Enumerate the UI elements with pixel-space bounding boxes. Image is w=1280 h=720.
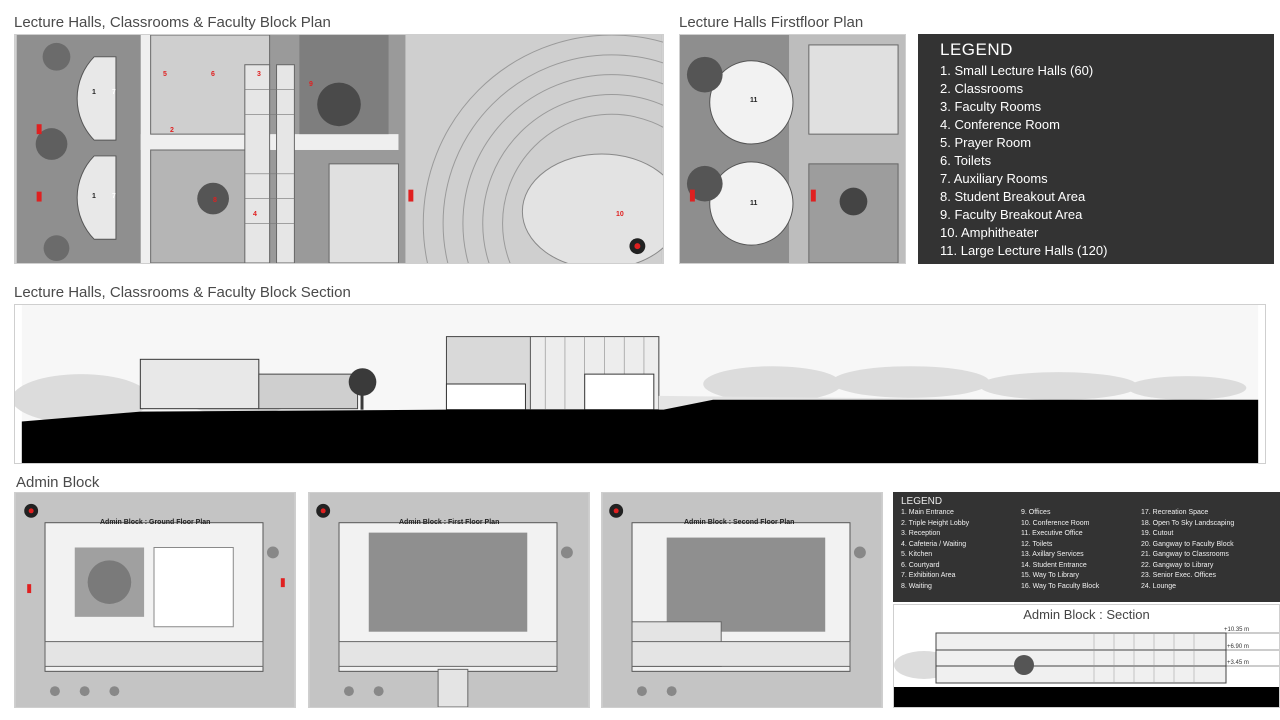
legend-main-item: 5. Prayer Room [940,135,1032,150]
legend-admin-col3: 17. Recreation Space 18. Open To Sky Lan… [1141,508,1261,592]
legend-admin-item: 21. Gangway to Classrooms [1141,551,1229,558]
legend-admin-heading: LEGEND [901,496,943,507]
legend-main: LEGEND 1. Small Lecture Halls (60) 2. Cl… [918,34,1274,264]
label-lecture-1b: 1 [92,193,96,200]
legend-main-item: 7. Auxiliary Rooms [940,171,1048,186]
legend-admin-col1: 1. Main Entrance 2. Triple Height Lobby … [901,508,1021,592]
legend-admin-item: 17. Recreation Space [1141,509,1209,516]
admin-ground-plan-drawing [15,493,295,707]
admin-second-plan-drawing [602,493,882,707]
legend-admin-item: 14. Student Entrance [1021,561,1087,569]
legend-admin-item: 8. Waiting [901,582,932,590]
legend-main-item: 2. Classrooms [940,81,1024,96]
admin-ground-plan: Admin Block : Ground Floor Plan [14,492,296,708]
label-large-11b: 11 [750,200,758,207]
legend-admin-item: 20. Gangway to Faculty Block [1141,540,1234,548]
label-amphi-10: 10 [616,211,624,218]
label-lecture-1a: 1 [92,89,96,96]
admin-first-plan-drawing [309,493,589,707]
admin-first-plan: Admin Block : First Floor Plan [308,492,590,708]
legend-admin-item: 6. Courtyard [901,561,940,569]
admin-first-title: Admin Block : First Floor Plan [399,519,500,526]
level-low: +3.45 m [1227,660,1249,666]
legend-main-item: 8. Student Breakout Area [940,189,1086,204]
legend-admin-item: 11. Executive Office [1021,530,1083,537]
block-section [14,304,1266,464]
legend-admin-item: 3. Reception [901,530,941,537]
admin-ground-title: Admin Block : Ground Floor Plan [100,519,211,526]
legend-admin-item: 24. Lounge [1141,582,1177,590]
legend-admin-item: 22. Gangway to Library [1141,561,1214,569]
legend-main-item: 11. Large Lecture Halls (120) [940,243,1108,258]
admin-second-title: Admin Block : Second Floor Plan [684,519,795,526]
admin-second-plan: Admin Block : Second Floor Plan [601,492,883,708]
legend-admin-item: 2. Triple Height Lobby [901,519,970,527]
legend-admin-item: 9. Offices [1021,509,1051,516]
label-student-8: 8 [213,197,217,204]
legend-admin-item: 23. Senior Exec. Offices [1141,572,1216,579]
admin-section-title: Admin Block : Section [1023,607,1150,622]
label-large-11a: 11 [750,97,758,104]
plan-title: Lecture Halls, Classrooms & Faculty Bloc… [14,14,331,31]
legend-admin-item: 1. Main Entrance [901,509,954,516]
legend-main-heading: LEGEND [940,40,1013,59]
label-aux-7b: 7 [112,193,116,200]
legend-main-item: 10. Amphitheater [940,225,1039,240]
legend-main-item: 4. Conference Room [940,117,1060,132]
firstfloor-plan-drawing [680,35,905,263]
label-classroom-2: 2 [170,127,174,134]
legend-admin-item: 7. Exhibition Area [901,572,956,579]
legend-admin: LEGEND 1. Main Entrance 2. Triple Height… [893,492,1280,602]
legend-admin-item: 16. Way To Faculty Block [1021,582,1100,590]
legend-main-item: 1. Small Lecture Halls (60) [940,63,1094,78]
legend-admin-item: 18. Open To Sky Landscaping [1141,519,1235,527]
admin-section-drawing [894,632,1279,707]
label-toilet-6: 6 [211,71,215,78]
admin-title: Admin Block [16,474,100,491]
block-section-drawing [15,305,1259,463]
ground-floor-plan-drawing [16,35,663,263]
admin-section: Admin Block : Section +10.35 m +6.90 m +… [893,604,1280,708]
legend-admin-col2: 9. Offices 10. Conference Room 11. Execu… [1021,508,1141,592]
level-top: +10.35 m [1224,627,1250,633]
label-prayer-5: 5 [163,71,167,78]
ground-floor-plan: 1 1 7 7 2 3 4 5 6 8 9 10 [14,34,664,264]
legend-admin-item: 12. Toilets [1021,540,1053,548]
legend-admin-item: 4. Cafeteria / Waiting [901,540,967,548]
legend-admin-item: 10. Conference Room [1021,519,1090,527]
legend-main-item: 6. Toilets [940,153,992,168]
legend-main-item: 3. Faculty Rooms [940,99,1042,114]
legend-admin-item: 5. Kitchen [901,551,933,558]
label-facbreak-9: 9 [309,81,313,88]
legend-main-item: 9. Faculty Breakout Area [940,207,1083,222]
firstfloor-title: Lecture Halls Firstfloor Plan [679,14,864,31]
level-mid: +6.90 m [1227,644,1249,650]
legend-admin-item: 15. Way To Library [1021,572,1079,579]
legend-admin-item: 19. Cutout [1141,530,1174,537]
label-faculty-3: 3 [257,71,261,78]
legend-admin-item: 13. Axillary Services [1021,551,1084,558]
label-conference-4: 4 [253,211,257,218]
label-aux-7a: 7 [112,89,116,96]
legend-main-list: 1. Small Lecture Halls (60) 2. Classroom… [940,62,1252,260]
firstfloor-plan: 11 11 [679,34,906,264]
section-title: Lecture Halls, Classrooms & Faculty Bloc… [14,284,351,301]
